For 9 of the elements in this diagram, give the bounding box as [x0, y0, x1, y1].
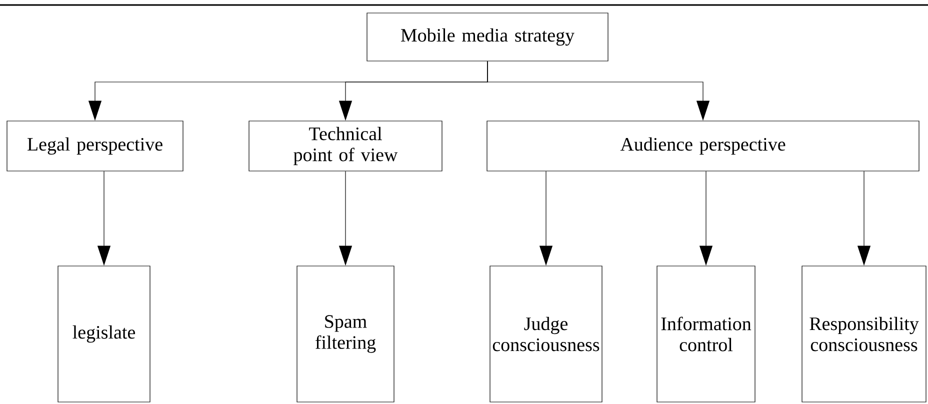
category-box: Audience perspective — [486, 120, 920, 172]
leaf-box: Judge consciousness — [490, 266, 602, 402]
category-box: Technical point of view — [248, 120, 442, 172]
leaf-box: Information control — [656, 266, 756, 402]
leaf-box: Spam filtering — [296, 266, 394, 402]
category-box: Legal perspective — [6, 120, 184, 172]
root-box: Mobile media strategy — [366, 12, 608, 62]
leaf-box: legislate — [58, 266, 150, 402]
leaf-box: Responsibility consciousness — [802, 266, 926, 402]
